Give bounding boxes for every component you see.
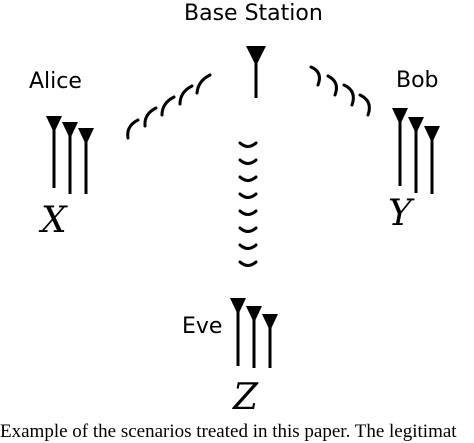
signal-waves-to-eve-icon: [238, 141, 258, 267]
bob-label: Bob: [396, 68, 439, 93]
signal-waves-to-bob-icon: [309, 65, 371, 117]
eve-label: Eve: [182, 314, 223, 339]
figure-caption: Example of the scenarios treated in this…: [0, 421, 457, 442]
base-station-antenna-icon: [246, 46, 266, 98]
alice-antenna-array-icon: [46, 116, 94, 194]
base-station-label: Base Station: [184, 1, 323, 26]
alice-variable-x: X: [41, 200, 67, 241]
signal-waves-to-alice-icon: [126, 73, 212, 140]
eve-antenna-array-icon: [230, 298, 278, 368]
eve-variable-z: Z: [233, 377, 259, 418]
bob-antenna-array-icon: [392, 108, 440, 194]
bob-variable-y: Y: [388, 193, 412, 234]
alice-label: Alice: [29, 69, 82, 94]
